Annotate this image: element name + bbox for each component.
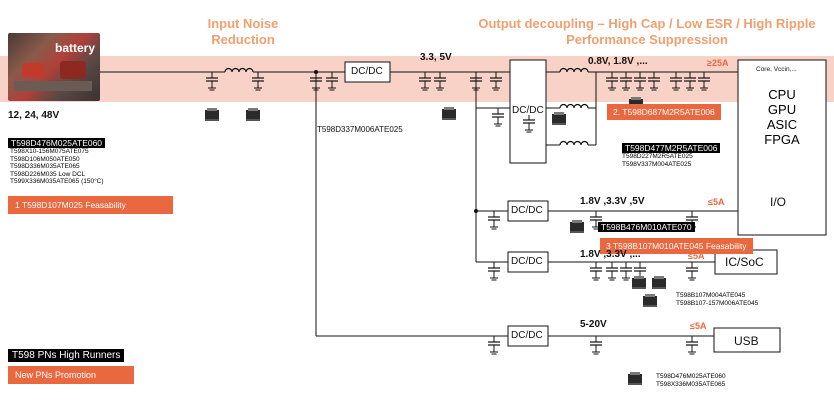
processor-gpu: GPU: [767, 102, 797, 117]
dcdc-input-box: [344, 61, 391, 83]
dcdc-mid-box: [507, 200, 549, 222]
high-current-rating: ≥25A: [707, 58, 729, 68]
battery-voltages: 12, 24, 48V: [8, 110, 60, 121]
usb-block: [713, 327, 781, 353]
title-output-decoupling: Output decoupling – High Cap / Low ESR /…: [478, 16, 816, 47]
left-part-4: T598D226M035 Low DCL: [10, 170, 86, 178]
feasibility-badge-3: 3 T598B107M010ATE045 Feasability: [600, 238, 753, 254]
soc-label: IC/SoC: [725, 255, 764, 269]
soc-part-1: T598B107M004ATE045: [676, 292, 746, 299]
left-part-1: T598X10-156M075ATE075: [10, 148, 89, 155]
input-voltage: 3.3, 5V: [420, 52, 452, 63]
dcdc-soc-label: DC/DC: [511, 256, 543, 267]
high-current-part-list: T598D227M2R5ATE025 T598V337M004ATE025: [622, 153, 693, 168]
mid-rail-current: ≤5A: [708, 197, 725, 207]
processor-block: [737, 59, 827, 236]
dcdc-mid-label: DC/DC: [511, 205, 543, 216]
left-part-3: T598D336M035ATE065: [10, 163, 80, 170]
usb-part-2: T598X336M035ATE065: [656, 380, 726, 388]
left-highlight-part: T598D476M025ATE060: [8, 138, 106, 148]
usb-voltage: 5-20V: [580, 319, 607, 330]
mid-rail-voltages: 1.8V ,3.3V ,5V: [580, 196, 645, 207]
usb-rail-caps: [487, 336, 699, 355]
left-part-5: T599X336M035ATE065 (150°C): [10, 178, 104, 185]
dcdc-multiphase-label: DC/DC: [512, 105, 544, 116]
dcdc-multiphase-box: [509, 59, 547, 164]
processor-asic: ASIC: [766, 117, 798, 132]
high-current-highlight-part: T598D477M2R5ATE006: [622, 143, 721, 153]
dcdc-input-label: DC/DC: [351, 66, 383, 77]
left-part-2: T598D106M050ATE050: [10, 155, 80, 163]
mid-rail-highlight-part: T598B476M010ATE070: [598, 222, 695, 232]
multiphase-caps: [491, 72, 711, 133]
high-current-part-1: T598D227M2R5ATE025: [622, 153, 693, 160]
legend-promotion: New PNs Promotion: [8, 366, 134, 384]
dcdc-soc-box: [507, 251, 549, 273]
usb-label: USB: [734, 334, 759, 348]
dcdc-usb-box: [507, 325, 549, 347]
soc-rail-current: ≤5A: [688, 251, 705, 261]
usb-part-1: T598D476M025ATE060: [656, 373, 726, 380]
legend-high-runners: T598 PNs High Runners: [8, 349, 125, 362]
input-stage-caps: [418, 72, 503, 91]
soc-part-list: T598B107M004ATE045 T598B107-157M006ATE04…: [676, 292, 758, 307]
soc-block: [714, 249, 778, 275]
multiphase-outputs: [476, 71, 738, 146]
usb-part-list: T598D476M025ATE060 T598X336M035ATE065: [656, 373, 726, 388]
io-label: I/O: [770, 195, 787, 209]
left-part-list: T598X10-156M075ATE075 T598D106M050ATE050…: [10, 148, 104, 186]
processor-fpga: FPGA: [764, 132, 800, 147]
soc-part-2: T598B107-157M006ATE045: [676, 299, 759, 307]
feasibility-badge-1: 1 T598D107M025 Feasability: [8, 196, 173, 214]
battery-label: battery: [55, 41, 96, 55]
soc-rail-voltages: 1.8V ,3.3V ,...: [580, 249, 641, 260]
high-current-voltages: 0.8V, 1.8V ,...: [588, 56, 648, 67]
core-label: Core, Vccin,...: [756, 66, 797, 73]
processor-list: CPU GPU ASIC FPGA: [738, 87, 826, 147]
processor-cpu: CPU: [768, 87, 796, 102]
title-input-noise: Input Noise Reduction: [207, 16, 279, 47]
soc-rail-caps: [487, 262, 699, 281]
mid-rail-caps: [487, 211, 699, 230]
battery-photo: [8, 33, 100, 101]
promo-badge-2: 2. T598D687M2R5ATE006: [607, 104, 721, 120]
dcdc-usb-label: DC/DC: [511, 330, 543, 341]
high-current-part-2: T598V337M004ATE025: [622, 160, 692, 168]
highlight-band: [0, 56, 834, 102]
input-part: T598D337M006ATE025: [317, 125, 403, 134]
usb-current: ≤5A: [690, 321, 707, 331]
